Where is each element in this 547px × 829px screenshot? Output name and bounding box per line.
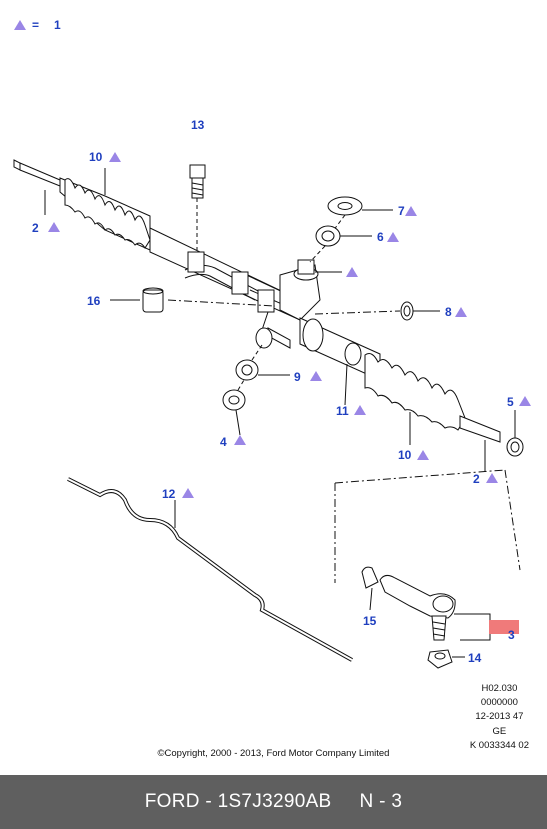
copyright-notice: ©Copyright, 2000 - 2013, Ford Motor Comp… — [157, 748, 390, 759]
steering-rack-housing — [13, 159, 501, 443]
part-7-washer — [327, 196, 393, 236]
callout-4-triangle-icon — [234, 435, 246, 445]
part-6-bearing — [309, 225, 372, 273]
callout-16: 16 — [87, 294, 101, 308]
callout-9: 9 — [294, 370, 301, 384]
footer-page-index: N - 3 — [359, 791, 403, 812]
reference-code: H02.030 0000000 12-2013 47 GE K 0033344 … — [470, 682, 529, 753]
part-16-bushing — [110, 287, 276, 313]
callout-8: 8 — [445, 305, 452, 319]
callout-10-right: 10 — [398, 448, 412, 462]
callout-13: 13 — [191, 118, 205, 132]
callout-12: 12 — [162, 487, 176, 501]
legend-value: 1 — [54, 18, 61, 32]
part-13-bolt — [189, 164, 206, 250]
callout-6: 6 — [377, 230, 384, 244]
callout-2-right-triangle-icon — [486, 473, 498, 483]
callout-14: 14 — [468, 651, 482, 665]
callout-10-left: 10 — [89, 150, 103, 164]
ref-line-3: 12-2013 47 — [475, 711, 524, 723]
callout-11-triangle-icon — [354, 405, 366, 415]
callout-2-left: 2 — [32, 221, 39, 235]
part-15-boot — [361, 566, 379, 611]
part-12-pipe — [67, 477, 353, 662]
part-4-washer — [222, 379, 246, 436]
part-9-bearing — [235, 344, 290, 381]
callout-2-left-triangle-icon — [48, 222, 60, 232]
part-8-seal — [314, 301, 440, 321]
footer-bar: FORD - 1S7J3290AB N - 3 — [0, 775, 547, 829]
ref-line-1: H02.030 — [481, 683, 518, 694]
callout-12-triangle-icon — [182, 488, 194, 498]
callout-7: 7 — [398, 204, 405, 218]
part-11-clip — [344, 342, 362, 406]
tie-rod-detail-outline — [334, 469, 521, 583]
legend-equals: = — [32, 18, 40, 32]
callout-3: 3 — [508, 628, 515, 642]
part-5-nut — [506, 410, 524, 457]
tie-rod-end — [379, 574, 491, 641]
callout-15: 15 — [363, 614, 377, 628]
callout-2-right: 2 — [473, 472, 480, 486]
part-3-highlight — [489, 620, 519, 634]
callout-6-triangle-icon — [387, 232, 399, 242]
footer-part-number: FORD - 1S7J3290AB — [144, 791, 332, 812]
callout-11: 11 — [336, 404, 349, 418]
part-14-nut — [427, 649, 465, 669]
callout-7-triangle-icon — [405, 206, 417, 216]
callout-10-right-triangle-icon — [417, 450, 429, 460]
legend-triangle-icon — [14, 20, 26, 30]
callout-5-triangle-icon — [519, 396, 531, 406]
callout-9-triangle-icon — [310, 371, 322, 381]
callout-4: 4 — [220, 435, 227, 449]
ref-line-2: 0000000 — [480, 697, 518, 709]
parts-diagram — [13, 159, 524, 669]
ref-line-4: GE — [492, 725, 507, 737]
ref-line-5: K 0033344 02 — [469, 739, 529, 751]
callout-8-triangle-icon — [455, 307, 467, 317]
callout-1-triangle-icon — [346, 267, 358, 277]
callout-10-left-triangle-icon — [109, 152, 121, 162]
callout-5: 5 — [507, 395, 514, 409]
